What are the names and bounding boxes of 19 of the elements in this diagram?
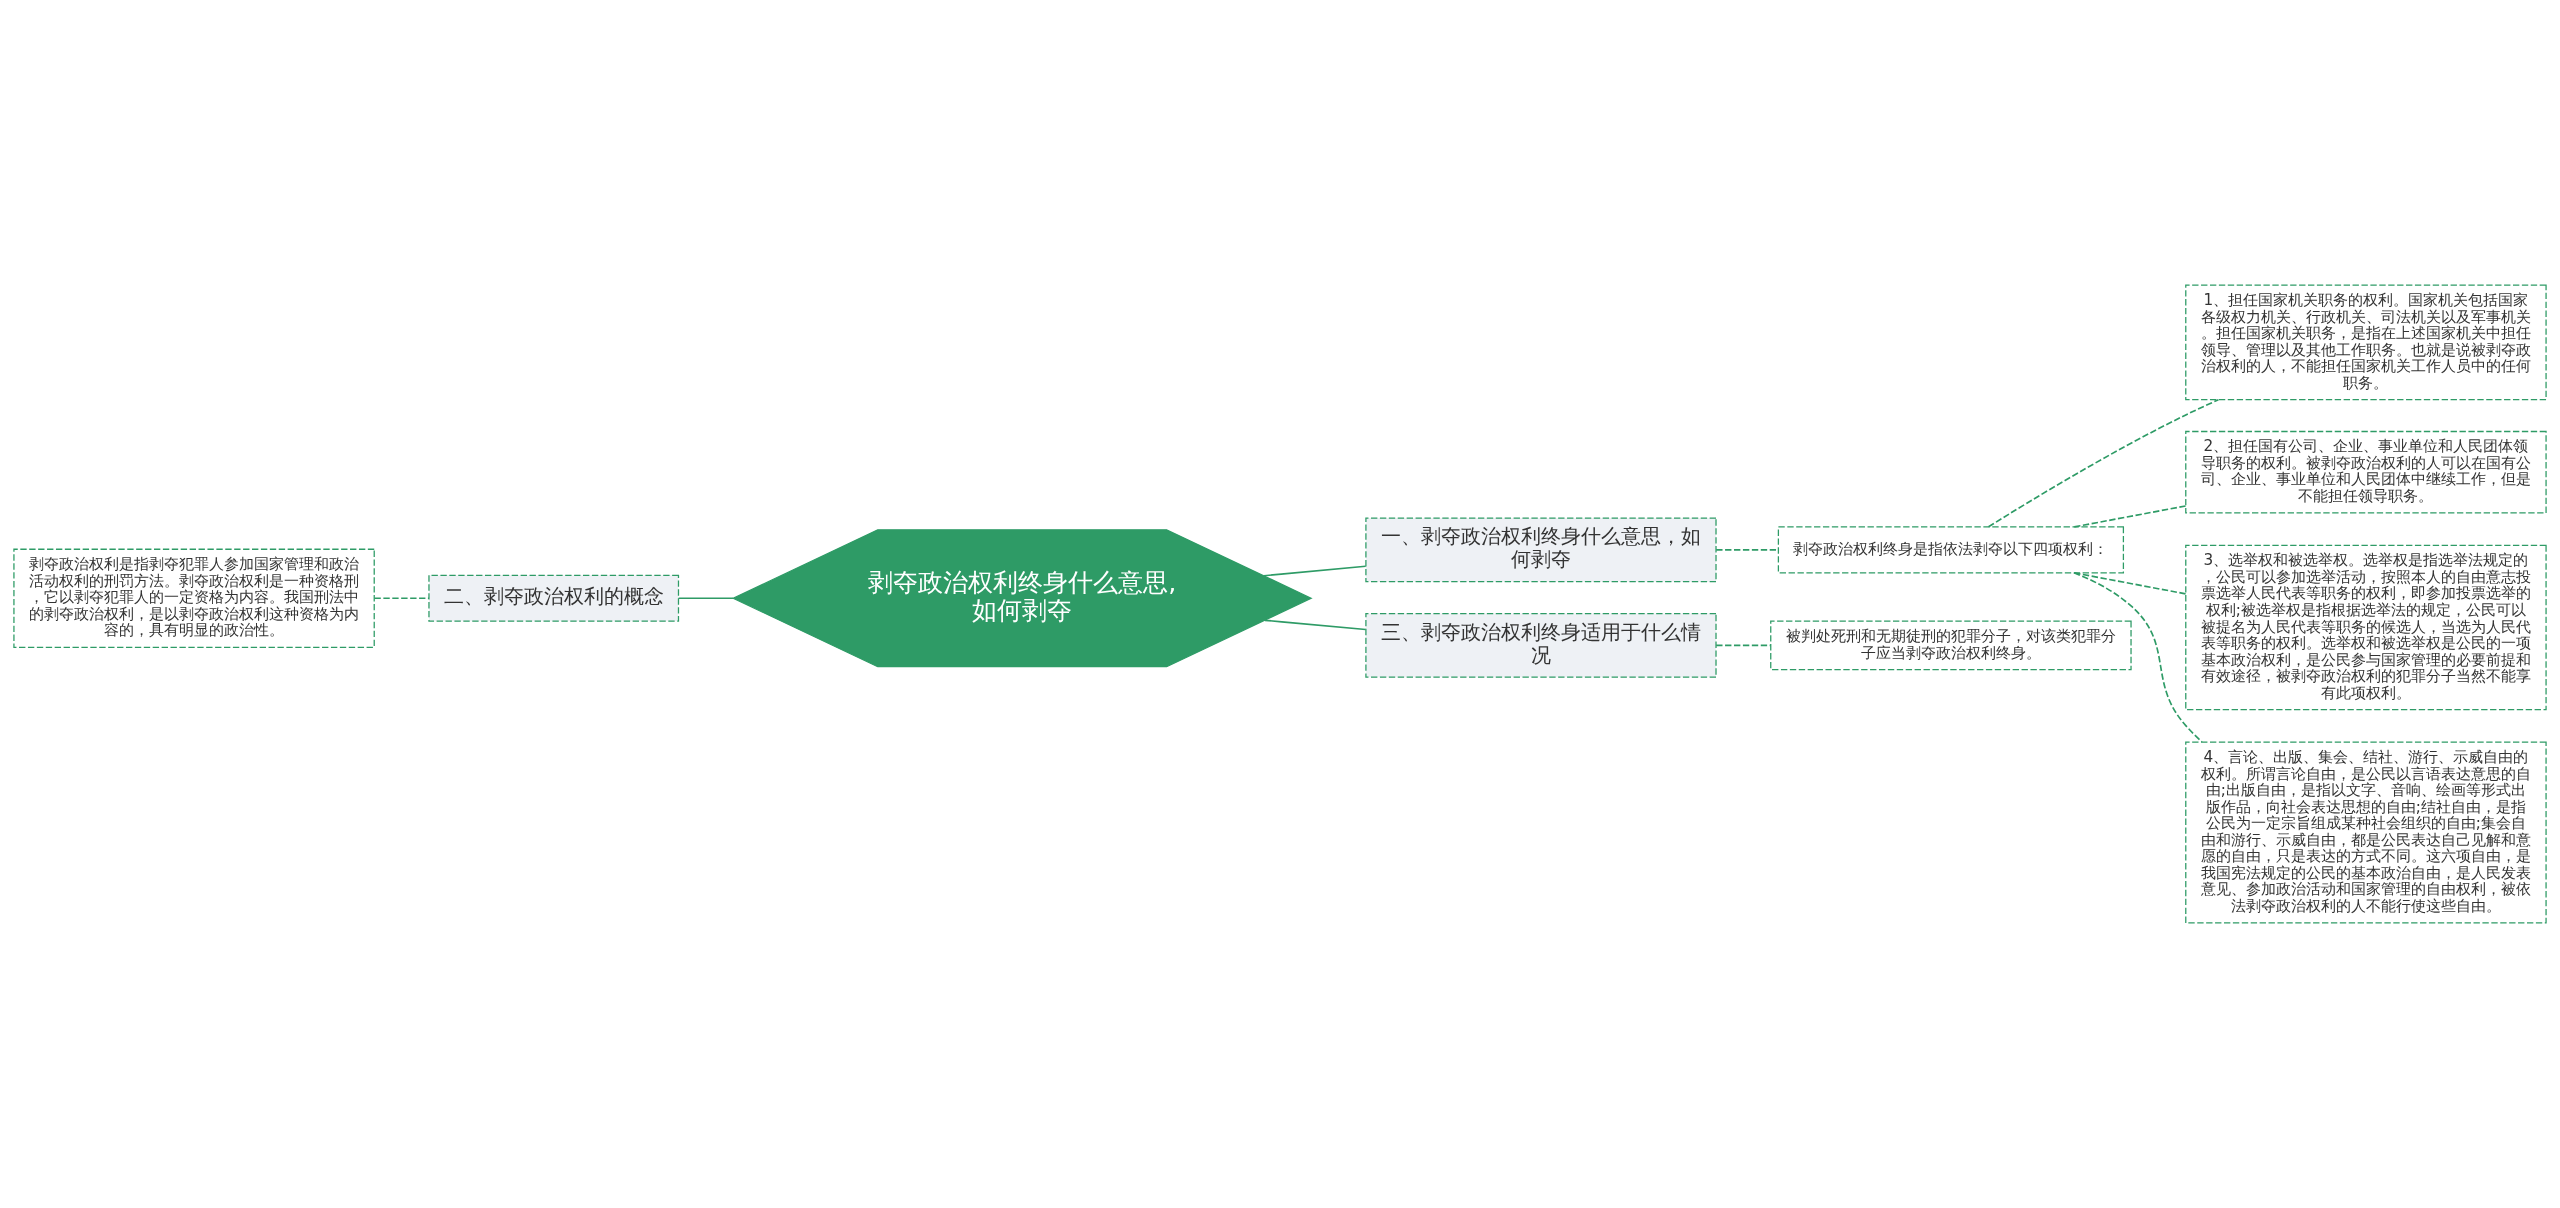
node-box: 一、剥夺政治权利终身什么意思，如何剥夺 [1365,517,1717,583]
node-box: 被判处死刑和无期徒刑的犯罪分子，对该类犯罪分子应当剥夺政治权利终身。 [1770,620,2132,671]
node-box: 剥夺政治权利是指剥夺犯罪人参加国家管理和政治活动权利的刑罚方法。剥夺政治权利是一种资格刑，它以剥夺犯罪人的一定资格为内容。我国刑法中的剥夺政治权利，是以剥夺政治权利这种资格为内容的，具有明显的政治性。 [13,548,375,648]
connector [373,597,430,600]
connector [1987,398,2220,528]
node-box: 二、剥夺政治权利的概念 [428,574,680,622]
connector [2073,572,2187,595]
node-box: 剥夺政治权利终身是指依法剥夺以下四项权利： [1777,526,2125,574]
node-box: 3、选举权和被选举权。选举权是指选举法规定的，公民可以参加选举活动，按照本人的自由意志投票选举人民代表等职务的权利，即参加投票选举的权利;被选举权是指根据选举法的规定，公民可以被提名为人民代表等职务的候选人，当选为人民代表等职务的权利。选举权和被选举权是公民的一项基本政治权利，是公民参与国家管理的必要前提和有效途径，被剥夺政治权利的犯罪分子当然不能享有此项权利。 [2185,544,2547,711]
connector [677,597,734,600]
node-box: 4、言论、出版、集会、结社、游行、示威自由的权利。所谓言论自由，是公民以言语表达意思的自由;出版自由，是指以文字、音响、绘画等形式出版作品，向社会表达思想的自由;结社自由，是指公民为一定宗旨组成某种社会组织的自由;集会自由和游行、示威自由，都是公民表达自己见解和意愿的自由，只是表达的方式不同。这六项自由，是我国宪法规定的公民的基本政治自由，是人民发表意见、参加政治活动和国家管理的自由权利，被依法剥夺政治权利的人不能行使这些自由。 [2185,741,2547,924]
node-box: 三、剥夺政治权利终身适用于什么情况 [1365,612,1717,678]
connector [2073,572,2203,743]
connector [1264,619,1367,631]
node-box: 1、担任国家机关职务的权利。国家机关包括国家各级权力机关、行政机关、司法机关以及军事机关。担任国家机关职务，是指在上述国家机关中担任领导、管理以及其他工作职务。也就是说被剥夺政治权利的人，不能担任国家机关工作人员中的任何职务。 [2185,284,2547,401]
connector [1715,644,1772,647]
connector [1263,565,1367,577]
node-box: 2、担任国有公司、企业、事业单位和人民团体领导职务的权利。被剥夺政治权利的人可以在国有公司、企业、事业单位和人民团体中继续工作，但是不能担任领导职务。 [2185,430,2547,514]
connector [2073,505,2187,528]
